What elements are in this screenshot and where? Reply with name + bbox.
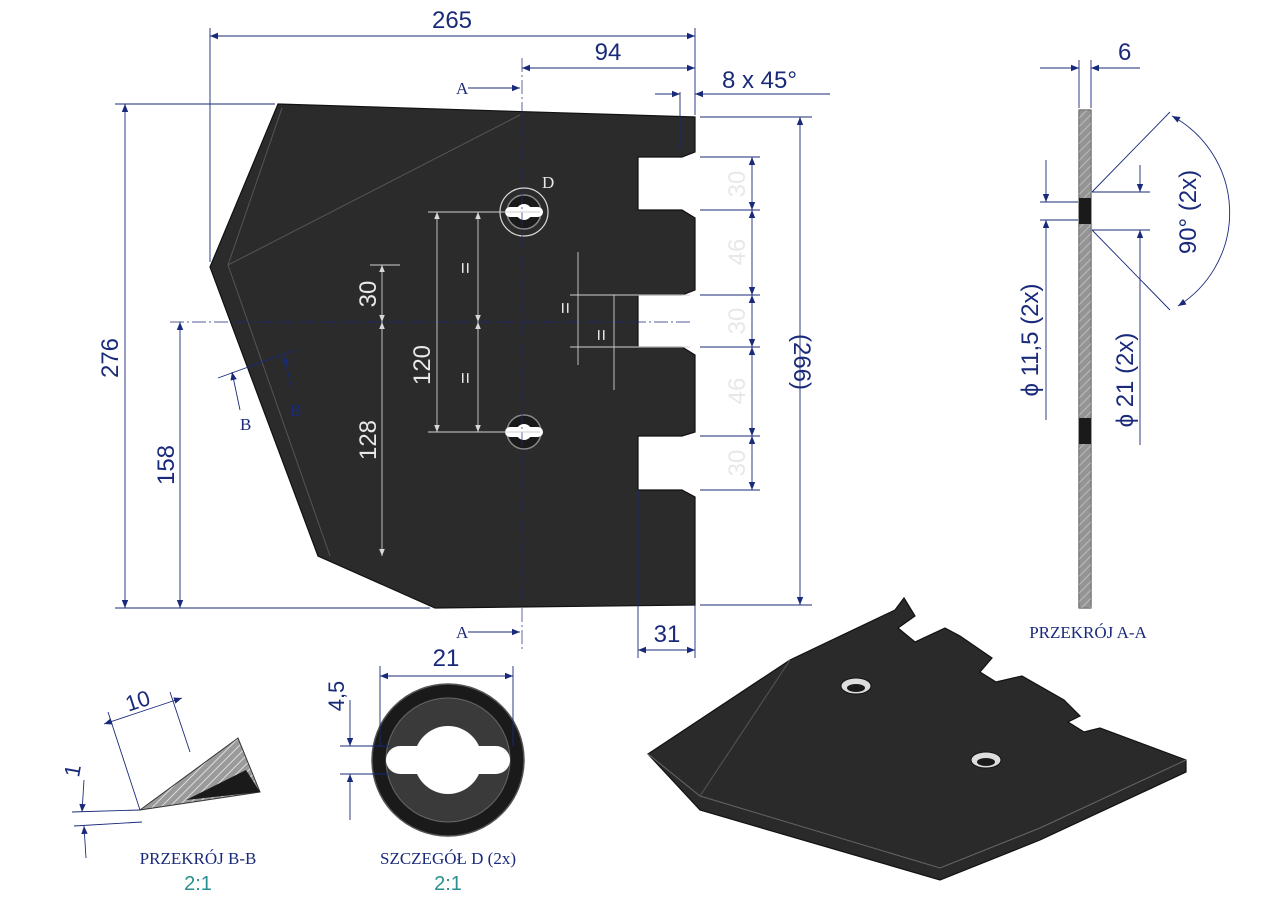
dim-slot-30-top: 30 [724,171,751,198]
isometric-view [647,596,1187,881]
section-a-bottom: A [456,623,469,642]
detail-d-title: SZCZEGÓŁ D (2x) [380,849,516,868]
eq-slot-top: = [555,302,577,314]
dim-hole-small: ϕ 11,5 (2x) [1017,283,1044,396]
dim-angle: 90° (2x) [1175,170,1202,254]
bevel-edge-side [227,264,331,557]
section-bb-title: PRZEKRÓJ B-B [140,849,257,868]
section-b-left: B [240,415,251,434]
dim-94: 94 [595,39,622,66]
section-a-top: A [456,79,469,98]
eq-slot-low: = [591,329,613,341]
dim-slot-30-mid: 30 [724,308,751,335]
eq-upper: = [455,262,477,274]
section-aa-title: PRZEKRÓJ A-A [1029,623,1147,642]
section-markers: A A B B [217,79,520,642]
plate-body [209,103,696,609]
dim-chamfer: 8 x 45° [722,67,797,94]
dim-128: 128 [355,420,382,460]
dim-gap-46-top: 46 [724,239,751,266]
dim-bb-1: 1 [59,762,86,778]
detail-d: 21 4,5 SZCZEGÓŁ D (2x) 2:1 [324,645,525,895]
dim-31: 31 [654,621,681,648]
section-b-right: B [290,401,301,420]
dim-detail-45: 4,5 [324,681,349,712]
dim-detail-21: 21 [433,645,460,672]
eq-lower: = [455,372,477,384]
section-bb: 10 1 PRZEKRÓJ B-B 2:1 [59,685,261,895]
dim-265: 265 [432,7,472,34]
dim-small-30: 30 [355,281,382,308]
dimensions-outer: 265 94 8 x 45° 276 158 (266) 30 [97,7,830,658]
dim-120: 120 [409,345,436,385]
dim-thickness: 6 [1118,39,1131,66]
detail-d-marker: D [542,173,554,192]
dim-bb-10: 10 [122,685,153,716]
detail-d-scale: 2:1 [434,873,462,895]
dim-276: 276 [97,338,124,378]
section-aa: 6 ϕ 11,5 (2x) ϕ 21 (2x) 90° (2x) PRZEKRÓ… [1017,39,1231,642]
dim-266: (266) [788,334,815,390]
dimensions-inner: 120 = = 30 128 = = [355,211,690,556]
section-bb-scale: 2:1 [184,873,212,895]
dim-gap-46-low: 46 [724,378,751,405]
dim-slot-30-low: 30 [724,450,751,477]
dim-hole-large: ϕ 21 (2x) [1112,333,1139,428]
dim-158: 158 [153,445,180,485]
